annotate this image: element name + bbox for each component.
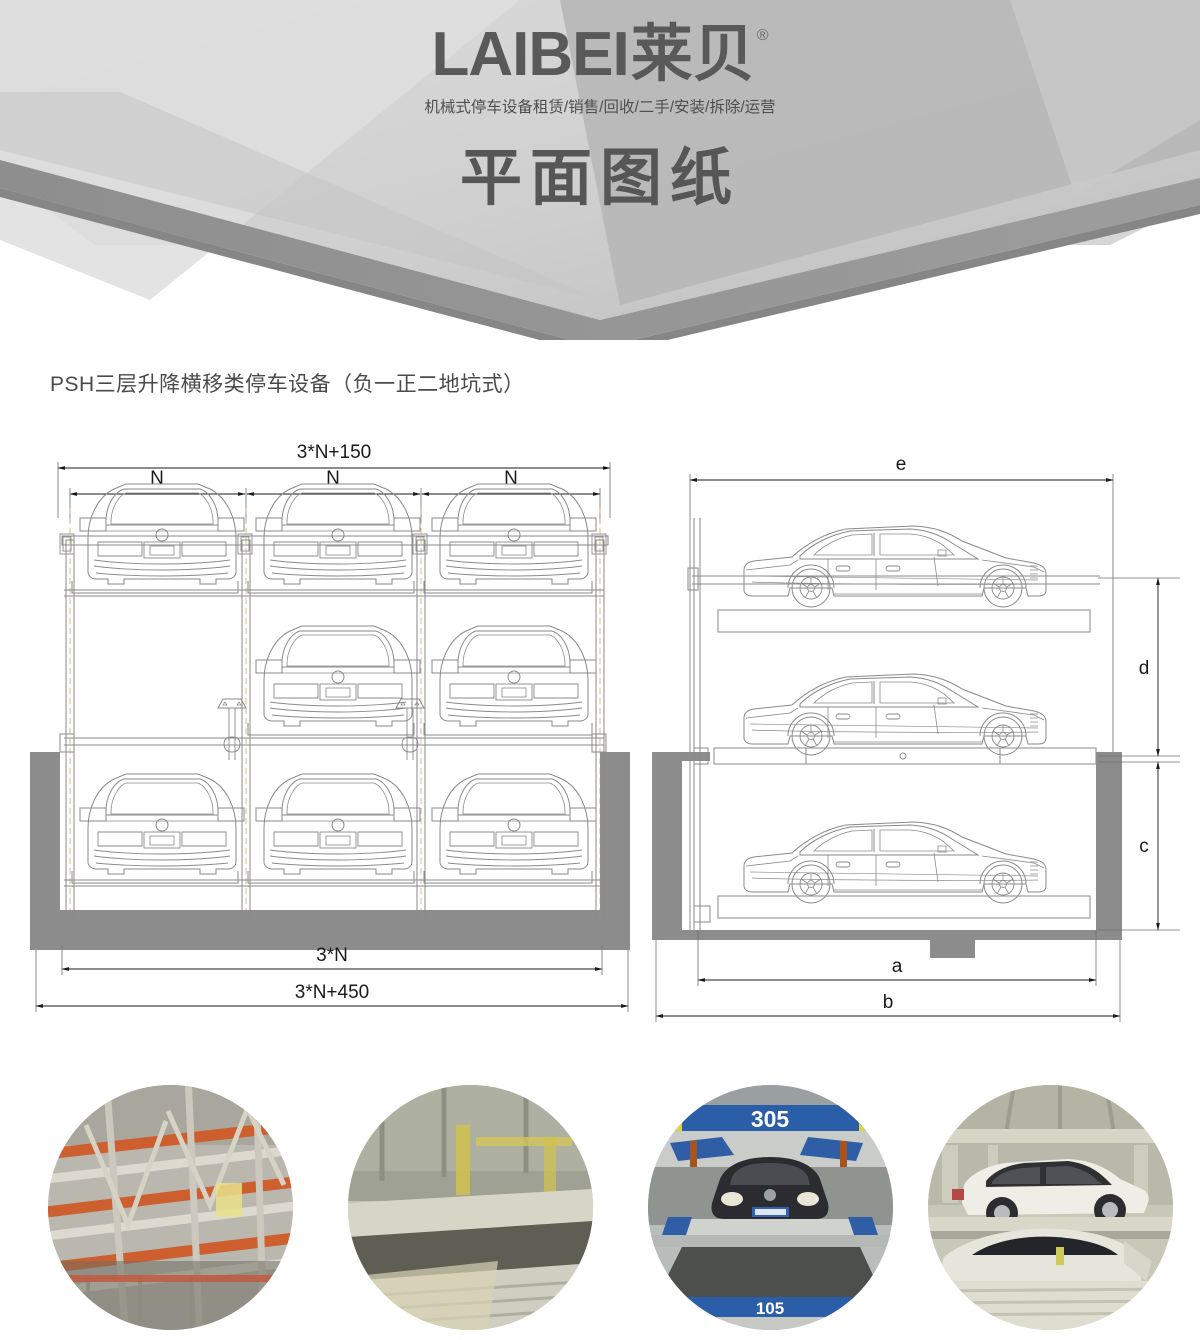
brand-chinese-name: 莱贝 xyxy=(630,20,755,89)
dim-top-overall: 3*N+150 xyxy=(57,442,611,518)
lift-post-2 xyxy=(395,698,425,761)
banner-text-block: LAIBEI 莱贝 ® 机械式停车设备租赁/销售/回收/二手/安装/拆除/运营 … xyxy=(0,0,1200,340)
dim-bottom-inner: 3*N xyxy=(61,945,603,975)
dim-label-side-bottom-inner: a xyxy=(892,956,903,977)
registered-trademark-icon: ® xyxy=(756,27,769,44)
dim-side-height-upper: d xyxy=(1098,577,1180,757)
banner-shape xyxy=(0,0,1200,340)
car-upper-3 xyxy=(431,483,597,585)
dim-label-top-overall: 3*N+150 xyxy=(297,442,371,463)
drawing-caption: PSH三层升降横移类停车设备（负一正二地坑式） xyxy=(50,373,525,396)
side-level-middle xyxy=(713,673,1097,765)
car-side-middle xyxy=(743,673,1047,756)
car-pit-2 xyxy=(255,773,421,875)
car-middle-2 xyxy=(431,625,597,727)
dim-side-bottom-overall: b xyxy=(655,940,1121,1022)
photo-car-on-lift-platform: 305 xyxy=(648,1085,893,1330)
dim-label-bay-3: N xyxy=(504,468,518,489)
brand-tagline: 机械式停车设备租赁/销售/回收/二手/安装/拆除/运营 xyxy=(424,99,776,116)
dim-label-bottom-inner: 3*N xyxy=(316,945,348,966)
car-side-pit xyxy=(743,821,1047,904)
dim-label-side-bottom-overall: b xyxy=(883,992,894,1013)
dim-side-top-width: e xyxy=(689,454,1114,930)
side-level-pit xyxy=(717,821,1091,919)
lift-sign-upper: 305 xyxy=(751,1106,790,1132)
photo-parked-cars-two-levels xyxy=(928,1085,1173,1330)
lift-sign-lower: 105 xyxy=(756,1299,784,1318)
side-pit-concrete xyxy=(652,752,1122,958)
car-side-upper xyxy=(743,525,1047,608)
level-upper xyxy=(59,483,609,597)
car-upper-1 xyxy=(79,483,245,585)
car-upper-2 xyxy=(255,483,421,585)
side-level-upper xyxy=(692,525,1100,633)
car-pit-3 xyxy=(431,773,597,875)
page-header-banner: LAIBEI 莱贝 ® 机械式停车设备租赁/销售/回收/二手/安装/拆除/运营 … xyxy=(0,0,1200,340)
steel-columns xyxy=(65,539,605,921)
photo-pit-platform-pallet xyxy=(348,1085,593,1330)
dim-bottom-overall: 3*N+450 xyxy=(35,950,629,1012)
front-elevation-drawing: 3*N+150 N N N xyxy=(30,442,630,1012)
page-title: 平面图纸 xyxy=(459,144,740,213)
pit-concrete-structure xyxy=(30,752,630,950)
level-pit xyxy=(64,773,604,887)
dim-label-side-height-pit: c xyxy=(1139,836,1149,857)
dim-label-side-height-upper: d xyxy=(1139,658,1150,679)
dim-label-bottom-overall: 3*N+450 xyxy=(295,982,369,1003)
car-pit-1 xyxy=(79,773,245,875)
brand-latin-name: LAIBEI xyxy=(431,20,629,89)
technical-drawing-area: 3*N+150 N N N xyxy=(0,418,1200,1028)
level-middle xyxy=(59,625,607,761)
car-middle-1 xyxy=(255,625,421,727)
photo-steel-structure-frame xyxy=(48,1085,293,1330)
dim-bays: N N N xyxy=(69,468,601,522)
side-elevation-drawing: e xyxy=(652,454,1180,1022)
dim-side-bottom-inner: a xyxy=(697,930,1097,986)
dim-label-bay-1: N xyxy=(150,468,164,489)
dim-label-side-top-width: e xyxy=(896,454,907,475)
side-guide-rails xyxy=(687,518,711,930)
dim-label-bay-2: N xyxy=(326,468,340,489)
dim-side-height-pit: c xyxy=(1098,761,1180,931)
photo-gallery: 305 xyxy=(0,1075,1200,1340)
brand-logo: LAIBEI 莱贝 ® xyxy=(431,24,768,86)
